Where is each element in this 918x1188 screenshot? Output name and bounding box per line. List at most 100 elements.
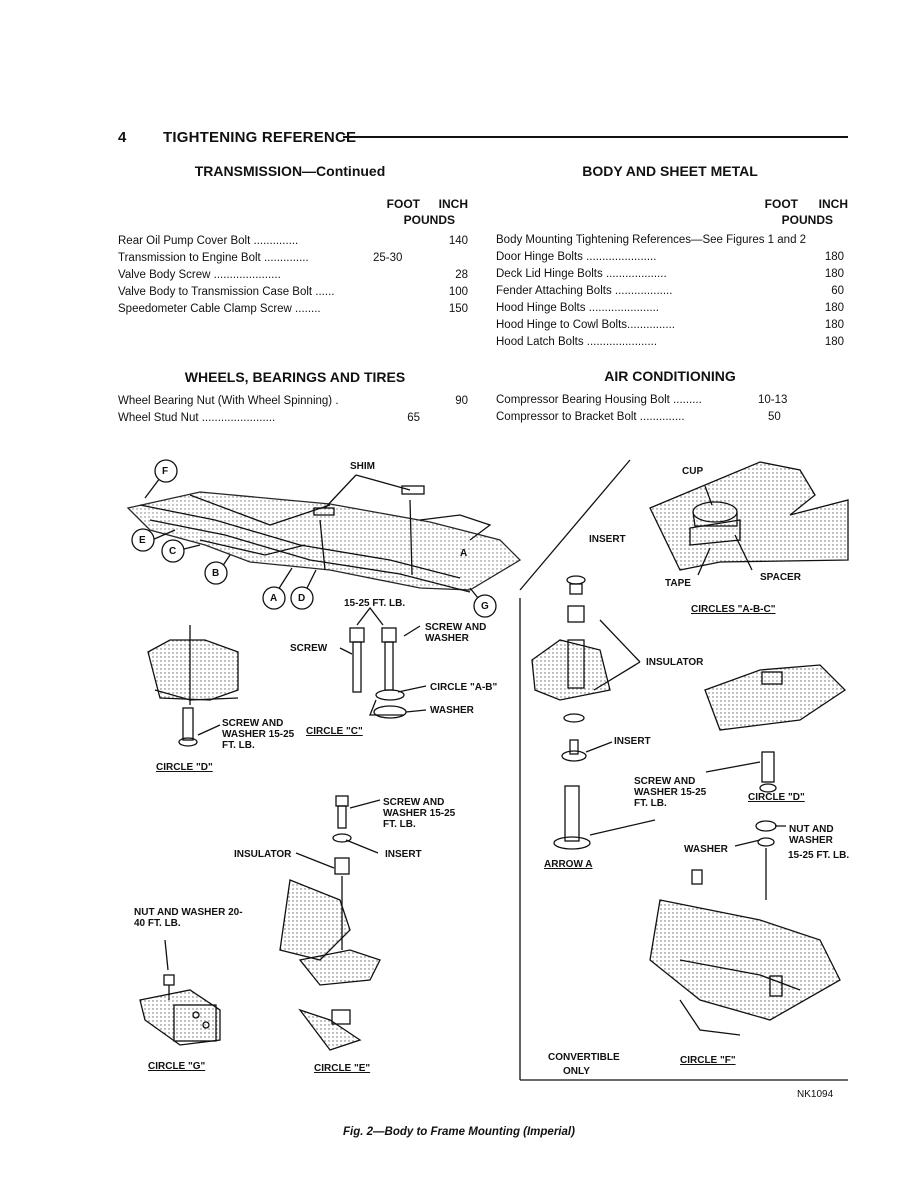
header-rule xyxy=(343,136,848,138)
spec-label: Compressor to Bracket Bolt .............… xyxy=(496,411,685,423)
section-title-air-conditioning: AIR CONDITIONING xyxy=(604,368,736,384)
callout-a: A xyxy=(270,593,278,604)
insulator-stack-center xyxy=(279,795,381,1051)
col-units: POUNDS xyxy=(781,213,833,227)
spec-label: Door Hinge Bolts ...................... xyxy=(496,251,657,263)
callout-circles xyxy=(131,459,497,618)
label-nut-and-washer: NUT AND WASHER xyxy=(789,824,834,846)
spec-value: 25-30 xyxy=(373,252,403,264)
label-insert-top: INSERT xyxy=(589,534,626,545)
spec-value: 180 xyxy=(824,319,844,331)
spec-row: Transmission to Engine Bolt ............… xyxy=(118,250,468,267)
callout-b: B xyxy=(212,568,220,579)
col-inch: INCH xyxy=(438,197,468,211)
spec-value: 140 xyxy=(448,235,468,247)
page-title: TIGHTENING REFERENCE xyxy=(163,129,357,146)
label-insulator-center: INSULATOR xyxy=(234,849,292,860)
insulator-stack-right xyxy=(531,575,611,850)
callout-c: C xyxy=(169,546,177,557)
label-torque-top: 15-25 FT. LB. xyxy=(344,598,406,609)
label-circle-f: CIRCLE "F" xyxy=(680,1055,736,1066)
spec-label: Body Mounting Tightening References—See … xyxy=(496,234,807,246)
label-a-arrow: A xyxy=(460,548,468,559)
cup-spacer-illustration xyxy=(649,461,849,571)
spec-row: Compressor Bearing Housing Bolt ........… xyxy=(496,392,846,409)
spec-row: Wheel Bearing Nut (With Wheel Spinning) … xyxy=(118,393,468,410)
callout-d: D xyxy=(298,593,306,604)
spec-value: 65 xyxy=(407,412,420,424)
label-cup: CUP xyxy=(682,466,704,477)
label-washer: WASHER xyxy=(430,705,474,716)
label-arrow-a: ARROW A xyxy=(544,859,593,870)
bracket-right-illustration xyxy=(704,664,847,793)
col-foot: FOOT xyxy=(764,197,798,211)
label-circles-abc: CIRCLES "A-B-C" xyxy=(691,604,776,615)
label-circle-e: CIRCLE "E" xyxy=(314,1063,371,1074)
spec-label: Hood Hinge Bolts ...................... xyxy=(496,302,659,314)
label-screw: SCREW xyxy=(290,643,328,654)
spec-value: 100 xyxy=(448,286,468,298)
spec-row: Valve Body Screw ..................... 2… xyxy=(118,267,468,284)
label-insert-center: INSERT xyxy=(385,849,422,860)
label-screw-and-washer: SCREW AND WASHER xyxy=(425,622,487,644)
spec-value: 28 xyxy=(455,269,468,281)
label-circle-ab: CIRCLE "A-B" xyxy=(430,682,498,693)
page-number: 4 xyxy=(118,129,127,146)
spec-value: 180 xyxy=(824,251,844,263)
spec-value: 150 xyxy=(448,303,468,315)
section-title-transmission: TRANSMISSION—Continued xyxy=(194,163,386,179)
spec-row: Body Mounting Tightening References—See … xyxy=(496,232,846,249)
section-title-wheels: WHEELS, BEARINGS AND TIRES xyxy=(184,369,406,385)
spec-row: Hood Latch Bolts ...................... … xyxy=(496,334,846,351)
spec-row: Fender Attaching Bolts .................… xyxy=(496,283,846,300)
label-insert-right: INSERT xyxy=(614,736,651,747)
convertible-bracket-illustration xyxy=(649,820,841,1036)
spec-label: Wheel Stud Nut ....................... xyxy=(118,412,276,424)
spec-value: 180 xyxy=(824,336,844,348)
callout-e: E xyxy=(139,535,146,546)
label-circle-d-left: CIRCLE "D" xyxy=(156,762,213,773)
spec-label: Deck Lid Hinge Bolts ................... xyxy=(496,268,667,280)
label-screw-washer-torque-left: SCREW AND WASHER 15-25 FT. LB. xyxy=(222,718,295,751)
spec-value: 10-13 xyxy=(758,394,788,406)
spec-value: 60 xyxy=(831,285,844,297)
spec-row: Hood Hinge Bolts ...................... … xyxy=(496,300,846,317)
label-insulator-right: INSULATOR xyxy=(646,657,704,668)
frame-illustration xyxy=(126,485,522,593)
spec-label: Wheel Bearing Nut (With Wheel Spinning) … xyxy=(118,395,339,407)
spec-row: Wheel Stud Nut ....................... 6… xyxy=(118,410,468,427)
figure-caption: Fig. 2—Body to Frame Mounting (Imperial) xyxy=(343,1126,575,1138)
spec-value: 180 xyxy=(824,268,844,280)
label-nut-washer-torque: NUT AND WASHER 20-40 FT. LB. xyxy=(134,907,243,929)
spec-label: Transmission to Engine Bolt ............… xyxy=(118,252,309,264)
label-screw-washer-torque-right: SCREW AND WASHER 15-25 FT. LB. xyxy=(634,776,707,809)
spec-label: Rear Oil Pump Cover Bolt .............. xyxy=(118,235,299,247)
spec-row: Rear Oil Pump Cover Bolt .............. … xyxy=(118,233,468,250)
spec-value: 50 xyxy=(768,411,781,423)
label-spacer: SPACER xyxy=(760,572,801,583)
spec-row: Deck Lid Hinge Bolts ...................… xyxy=(496,266,846,283)
screws-illustration xyxy=(349,627,407,719)
spec-label: Fender Attaching Bolts .................… xyxy=(496,285,673,297)
spec-value: 90 xyxy=(455,395,468,407)
spec-label: Valve Body Screw ..................... xyxy=(118,269,281,281)
label-only: ONLY xyxy=(563,1066,590,1077)
spec-row: Compressor to Bracket Bolt .............… xyxy=(496,409,846,426)
label-torque-right: 15-25 FT. LB. xyxy=(788,850,850,861)
label-screw-washer-torque-center: SCREW AND WASHER 15-25 FT. LB. xyxy=(383,797,456,830)
col-foot: FOOT xyxy=(386,197,420,211)
label-circle-c: CIRCLE "C" xyxy=(306,726,363,737)
spec-label: Hood Hinge to Cowl Bolts............... xyxy=(496,319,675,331)
section-title-body: BODY AND SHEET METAL xyxy=(582,163,758,179)
label-circle-g: CIRCLE "G" xyxy=(148,1061,206,1072)
spec-label: Speedometer Cable Clamp Screw ........ xyxy=(118,303,321,315)
spec-row: Speedometer Cable Clamp Screw ........ 1… xyxy=(118,301,468,318)
col-units: POUNDS xyxy=(403,213,455,227)
label-washer-right: WASHER xyxy=(684,844,728,855)
label-tape: TAPE xyxy=(665,578,691,589)
label-convertible: CONVERTIBLE xyxy=(548,1052,620,1063)
spec-row: Hood Hinge to Cowl Bolts............... … xyxy=(496,317,846,334)
spec-label: Compressor Bearing Housing Bolt ........… xyxy=(496,394,702,406)
callout-f: F xyxy=(162,466,169,477)
